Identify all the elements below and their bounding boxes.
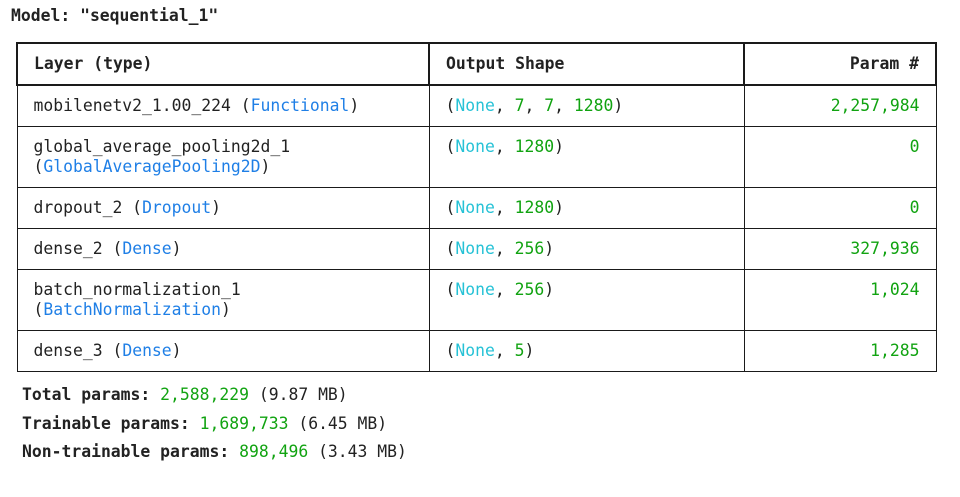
param-total-size: (3.43 MB) [318,442,407,461]
param-count-cell: 1,285 [743,330,937,372]
param-count: 2,257,984 [830,96,920,115]
table-row: dense_3 (Dense)(None, 5) 1,285 [16,330,937,372]
table-row: global_average_pooling2d_1 (GlobalAverag… [16,126,937,188]
param-totals: Total params: 2,588,229 (9.87 MB)Trainab… [22,381,407,467]
layer-type: Functional [250,96,350,115]
layer-cell: batch_normalization_1 (BatchNormalizatio… [16,269,430,331]
param-total-value: 1,689,733 [199,413,289,433]
param-count-cell: 327,936 [743,228,937,270]
table-row: batch_normalization_1 (BatchNormalizatio… [16,269,937,331]
layer-name: dense_2 [33,239,103,258]
param-total-label: Non-trainable params: [22,442,230,461]
layer-type: BatchNormalization [43,300,221,319]
layer-type: GlobalAveragePooling2D [43,157,261,176]
param-count: 327,936 [850,239,920,258]
table-row: mobilenetv2_1.00_224 (Functional)(None, … [16,84,937,127]
param-total-value: 898,496 [239,442,309,461]
shape-batch-dim: None [455,239,495,258]
shape-batch-dim: None [455,341,495,360]
output-shape-cell: (None, 1280) [428,187,745,229]
output-shape-cell: (None, 256) [428,269,745,331]
layer-cell: dropout_2 (Dropout) [16,187,430,229]
shape-dim: 7 [544,96,555,115]
layer-cell: dense_2 (Dense) [16,228,430,270]
output-shape-cell: (None, 1280) [428,126,745,188]
output-shape-cell: (None, 5) [428,330,745,372]
output-shape-header: Output Shape [428,42,745,86]
shape-batch-dim: None [455,198,495,217]
output-shape-cell: (None, 256) [428,228,745,270]
table-row: dense_2 (Dense)(None, 256) 327,936 [16,228,937,270]
layer-type: Dense [122,341,172,360]
layer-cell: mobilenetv2_1.00_224 (Functional) [16,84,430,127]
param-count-cell: 2,257,984 [743,84,937,127]
param-count: 1,285 [870,341,920,360]
shape-batch-dim: None [455,280,495,299]
table-row: dropout_2 (Dropout)(None, 1280) 0 [16,187,937,229]
model-summary-table: Layer (type) Output Shape Param # mobile… [16,42,937,372]
table-body: mobilenetv2_1.00_224 (Functional)(None, … [16,84,937,372]
layer-type-header: Layer (type) [16,42,430,86]
param-total-value: 2,588,229 [160,385,249,404]
shape-dim: 1280 [514,198,555,217]
model-title: Model: "sequential_1" [11,6,219,25]
layer-name: dense_3 [33,341,103,360]
shape-dim: 256 [514,239,545,258]
param-count-cell: 0 [743,126,937,188]
shape-batch-dim: None [455,137,495,156]
shape-dim: 5 [514,341,525,360]
shape-dim: 1280 [514,137,555,156]
shape-dim: 1280 [573,96,614,115]
output-shape-cell: (None, 7, 7, 1280) [428,84,745,127]
param-total-line: Trainable params: 1,689,733 (6.45 MB) [22,410,407,439]
shape-batch-dim: None [455,96,495,115]
table-header-row: Layer (type) Output Shape Param # [16,42,937,86]
layer-cell: dense_3 (Dense) [16,330,430,372]
layer-name: global_average_pooling2d_1 [33,137,291,156]
shape-dim: 7 [514,96,525,115]
param-count-cell: 1,024 [743,269,937,331]
param-count-header: Param # [743,42,937,86]
layer-name: batch_normalization_1 [33,280,241,299]
layer-cell: global_average_pooling2d_1 (GlobalAverag… [16,126,430,188]
param-count: 1,024 [870,280,920,299]
param-total-line: Non-trainable params: 898,496 (3.43 MB) [22,438,407,467]
param-total-label: Total params: [22,385,151,404]
param-count: 0 [909,137,920,156]
param-count-cell: 0 [743,187,937,229]
layer-name: dropout_2 [33,198,123,217]
layer-type: Dense [122,239,172,258]
layer-type: Dropout [142,198,212,217]
shape-dim: 256 [514,280,545,299]
param-total-line: Total params: 2,588,229 (9.87 MB) [22,381,407,410]
param-total-size: (9.87 MB) [258,385,348,404]
param-total-size: (6.45 MB) [298,413,388,433]
layer-name: mobilenetv2_1.00_224 [33,96,231,115]
param-total-label: Trainable params: [22,413,190,433]
param-count: 0 [909,198,920,217]
